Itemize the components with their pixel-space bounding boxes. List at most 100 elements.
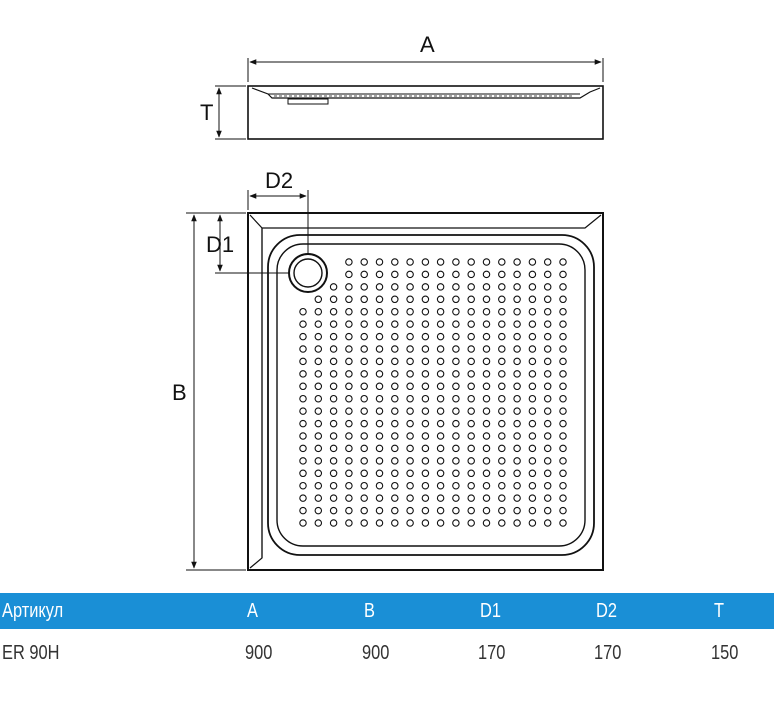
anti-slip-dot xyxy=(482,258,491,266)
anti-slip-dot xyxy=(329,307,338,316)
anti-slip-dot xyxy=(345,320,353,328)
anti-slip-dot xyxy=(391,469,399,478)
anti-slip-dot xyxy=(345,519,353,527)
dimension-t xyxy=(215,85,246,140)
anti-slip-dot xyxy=(543,382,552,391)
anti-slip-dot xyxy=(498,345,506,353)
anti-slip-dot xyxy=(406,283,414,291)
anti-slip-dot xyxy=(406,270,414,279)
anti-slip-dot xyxy=(452,357,460,366)
anti-slip-dot xyxy=(513,494,521,502)
anti-slip-dot xyxy=(345,419,353,428)
anti-slip-dot xyxy=(482,432,491,440)
anti-slip-dot xyxy=(345,382,353,391)
anti-slip-dot xyxy=(329,457,338,465)
anti-slip-dot xyxy=(406,444,414,453)
anti-slip-dot xyxy=(452,370,460,378)
anti-slip-dot xyxy=(360,394,368,403)
anti-slip-dot xyxy=(498,295,506,304)
anti-slip-dot xyxy=(375,345,384,353)
anti-slip-dot xyxy=(528,345,537,353)
anti-slip-dot xyxy=(299,332,307,341)
anti-slip-dot xyxy=(467,407,475,415)
anti-slip-dot xyxy=(436,382,445,391)
anti-slip-dot xyxy=(436,457,445,465)
anti-slip-dot xyxy=(391,320,399,328)
cell-d2: 170 xyxy=(594,642,622,664)
anti-slip-dot xyxy=(528,394,537,403)
anti-slip-dot xyxy=(406,519,414,527)
anti-slip-dot xyxy=(391,382,399,391)
anti-slip-dot xyxy=(360,432,368,440)
anti-slip-dot xyxy=(482,394,491,403)
anti-slip-dot xyxy=(329,469,338,478)
anti-slip-dot xyxy=(482,419,491,428)
anti-slip-dot xyxy=(513,283,521,291)
anti-slip-dot xyxy=(543,457,552,465)
anti-slip-dot xyxy=(391,357,399,366)
anti-slip-dot xyxy=(360,407,368,415)
anti-slip-dot xyxy=(498,357,506,366)
anti-slip-dot xyxy=(391,407,399,415)
anti-slip-dot xyxy=(436,345,445,353)
anti-slip-dot xyxy=(329,394,338,403)
anti-slip-dot xyxy=(436,419,445,428)
label-t: T xyxy=(200,100,213,125)
anti-slip-dot xyxy=(421,382,430,391)
anti-slip-dot xyxy=(406,357,414,366)
anti-slip-dot xyxy=(406,295,414,304)
anti-slip-dot xyxy=(482,283,491,291)
anti-slip-dot xyxy=(406,382,414,391)
anti-slip-dot xyxy=(513,407,521,415)
anti-slip-dot xyxy=(421,457,430,465)
anti-slip-dot xyxy=(360,506,368,515)
anti-slip-dot xyxy=(482,320,491,328)
top-view xyxy=(247,212,604,571)
anti-slip-dot xyxy=(421,444,430,453)
anti-slip-dot xyxy=(498,270,506,279)
anti-slip-dot xyxy=(482,506,491,515)
anti-slip-dot xyxy=(482,407,491,415)
anti-slip-dot xyxy=(482,295,491,304)
anti-slip-dot xyxy=(498,457,506,465)
anti-slip-dot xyxy=(498,419,506,428)
anti-slip-dot xyxy=(452,419,460,428)
anti-slip-dot xyxy=(314,295,323,304)
anti-slip-dot xyxy=(406,320,414,328)
anti-slip-dot xyxy=(528,469,537,478)
anti-slip-dot xyxy=(528,270,537,279)
anti-slip-dot xyxy=(467,320,475,328)
anti-slip-dot xyxy=(314,481,323,490)
anti-slip-dot xyxy=(543,444,552,453)
anti-slip-dot xyxy=(528,370,537,378)
anti-slip-dot xyxy=(436,394,445,403)
anti-slip-dot xyxy=(299,307,307,316)
anti-slip-dot xyxy=(360,295,368,304)
anti-slip-dot xyxy=(513,444,521,453)
anti-slip-dot xyxy=(543,481,552,490)
anti-slip-dot xyxy=(406,506,414,515)
anti-slip-dot xyxy=(345,307,353,316)
anti-slip-dot xyxy=(436,506,445,515)
anti-slip-dot xyxy=(375,432,384,440)
anti-slip-dot xyxy=(513,481,521,490)
anti-slip-dot xyxy=(559,432,567,440)
anti-slip-dot xyxy=(391,370,399,378)
label-b: B xyxy=(172,380,187,405)
anti-slip-dot xyxy=(498,469,506,478)
drain-outer xyxy=(288,253,328,293)
anti-slip-dot xyxy=(559,469,567,478)
anti-slip-dot xyxy=(543,345,552,353)
anti-slip-dot xyxy=(452,469,460,478)
anti-slip-dot xyxy=(467,444,475,453)
anti-slip-dot xyxy=(299,432,307,440)
anti-slip-dot xyxy=(406,432,414,440)
anti-slip-dot xyxy=(559,407,567,415)
anti-slip-dot xyxy=(299,370,307,378)
anti-slip-dot xyxy=(498,394,506,403)
anti-slip-dot xyxy=(467,469,475,478)
anti-slip-dot xyxy=(482,494,491,502)
anti-slip-dot xyxy=(559,307,567,316)
anti-slip-dot xyxy=(391,481,399,490)
anti-slip-dot xyxy=(559,519,567,527)
